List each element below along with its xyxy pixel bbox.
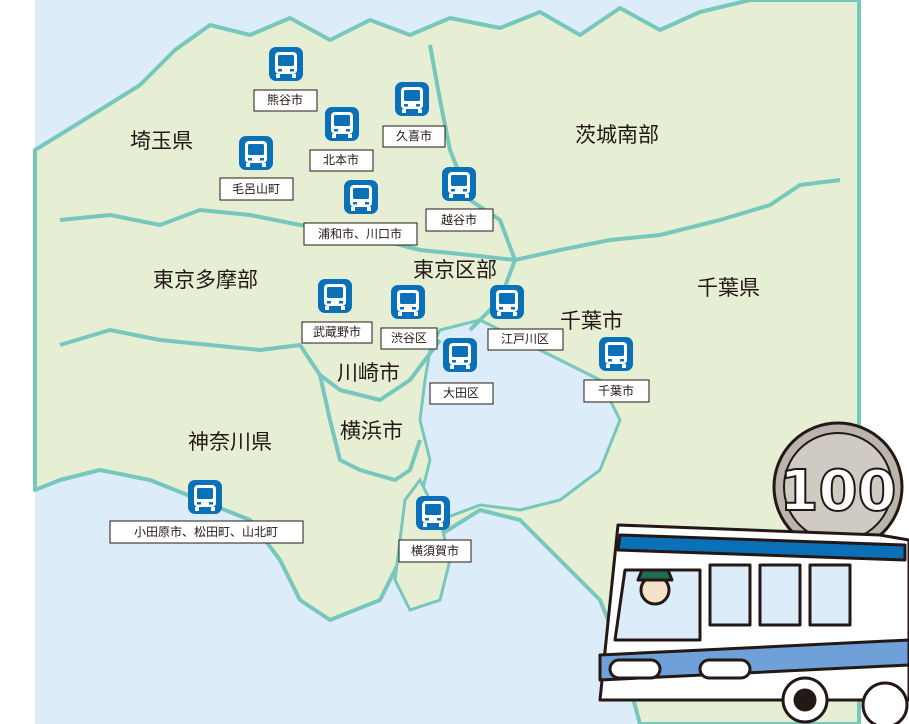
- bus-icon: [443, 338, 477, 372]
- region-yokohama: 横浜市: [340, 419, 403, 443]
- bus-icon: [344, 180, 378, 214]
- bus-icon: [269, 47, 303, 81]
- bus-stop-kumagaya[interactable]: 熊谷市: [253, 47, 318, 112]
- city-label: 熊谷市: [267, 92, 303, 107]
- city-label: 北本市: [323, 152, 359, 167]
- bus-stop-edogawa[interactable]: 江戸川区: [487, 285, 564, 351]
- bus-icon: [416, 496, 450, 530]
- bus-illustration: [598, 523, 909, 724]
- bus-icon: [395, 82, 429, 116]
- bus-icon: [188, 480, 222, 514]
- region-chiba-pref: 千葉県: [697, 276, 760, 300]
- bus-icon: [325, 107, 359, 141]
- bus-icon: [490, 285, 524, 319]
- region-chiba-city: 千葉市: [560, 309, 623, 333]
- bus-icon: [391, 285, 425, 319]
- bus-stop-urawa-kawaguchi[interactable]: 浦和市、川口市: [303, 180, 418, 246]
- bus-stop-moroyama[interactable]: 毛呂山町: [219, 136, 294, 201]
- bus-stop-musashino[interactable]: 武蔵野市: [301, 279, 373, 344]
- region-kawasaki: 川崎市: [337, 361, 400, 385]
- city-label: 大田区: [443, 386, 479, 400]
- region-saitama: 埼玉県: [130, 129, 193, 153]
- region-ibaraki-south: 茨城南部: [575, 123, 659, 147]
- coin-value: 100: [780, 459, 897, 524]
- region-kanagawa: 神奈川県: [188, 430, 272, 454]
- bus-stop-kuki[interactable]: 久喜市: [382, 82, 446, 148]
- bus-stop-yokosuka[interactable]: 横須賀市: [398, 496, 472, 563]
- bus-icon: [239, 136, 273, 170]
- region-tokyo-ku: 東京区部: [413, 258, 497, 282]
- city-label: 久喜市: [396, 128, 432, 143]
- bus-icon: [318, 279, 352, 313]
- city-label: 毛呂山町: [232, 182, 280, 196]
- bus-stop-kitamoto[interactable]: 北本市: [309, 107, 374, 172]
- bus-stop-shibuya[interactable]: 渋谷区: [380, 285, 438, 350]
- city-label: 渋谷区: [391, 331, 427, 345]
- city-label: 江戸川区: [501, 332, 549, 346]
- bus-stop-odawara-matsuda-yamakita[interactable]: 小田原市、松田町、山北町: [109, 480, 304, 544]
- city-label: 小田原市、松田町、山北町: [134, 524, 278, 539]
- region-tokyo-tama: 東京多摩部: [153, 268, 258, 292]
- bus-stop-koshigaya[interactable]: 越谷市: [425, 167, 494, 232]
- bus-stop-chiba[interactable]: 千葉市: [583, 337, 650, 403]
- bus-stop-ota[interactable]: 大田区: [429, 338, 494, 405]
- city-label: 浦和市、川口市: [318, 226, 402, 241]
- city-label: 千葉市: [598, 383, 634, 398]
- bus-icon: [442, 167, 476, 201]
- city-label: 武蔵野市: [313, 324, 361, 339]
- bus-icon: [599, 337, 633, 371]
- city-label: 越谷市: [441, 212, 477, 227]
- city-label: 横須賀市: [411, 543, 459, 558]
- coin-100-yen-illustration: 100: [772, 421, 904, 553]
